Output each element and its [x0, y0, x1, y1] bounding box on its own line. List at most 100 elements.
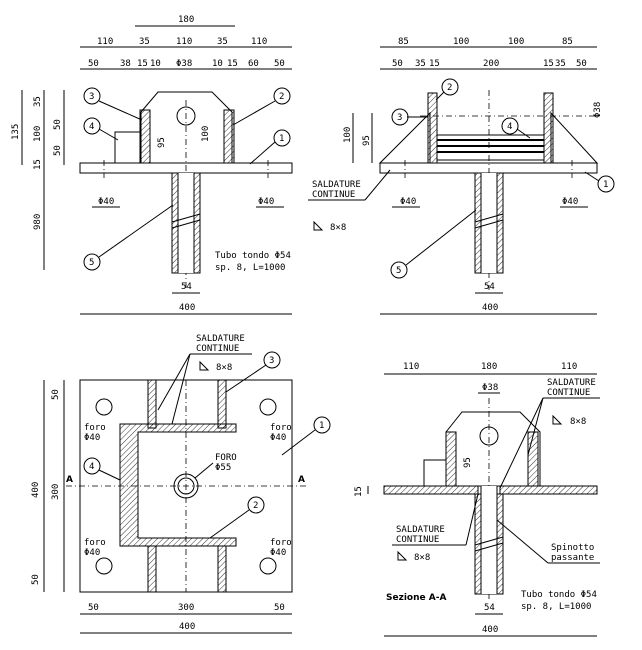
bracket-plate: [445, 411, 541, 487]
weld-symbol: [397, 550, 408, 561]
leader-line: [405, 209, 477, 266]
dim-label: Φ38: [482, 383, 498, 393]
tube-note: sp. 8, L=1000: [215, 263, 285, 273]
dim-label: 35: [217, 37, 228, 47]
side-plate: [543, 92, 554, 164]
leader-line: [98, 100, 143, 121]
side-plate: [527, 431, 539, 487]
leader-line: [98, 128, 119, 141]
dim-label: 35: [415, 59, 426, 69]
dim-label: 95: [157, 137, 167, 148]
dim-label: 110: [97, 37, 113, 47]
dim-label: 35: [139, 37, 150, 47]
side-plate: [427, 92, 438, 164]
plan-view: A A foro Φ40 foro Φ40 foro Φ40 foro Φ40 …: [31, 334, 331, 634]
weld-size: 8×8: [216, 363, 232, 373]
dim-label: 400: [179, 622, 195, 632]
callout-number: 3: [397, 113, 402, 123]
weld-label: CONTINUE: [547, 388, 590, 398]
callout-number: 5: [396, 266, 401, 276]
dim-label: 100: [453, 37, 469, 47]
leader-line: [516, 128, 531, 139]
dim-label: Φ40: [562, 197, 578, 207]
section-mark: A: [66, 475, 73, 485]
side-view: 85 100 100 85 50 35 15 200 15 35 50 100 …: [308, 37, 615, 315]
stiffener: [436, 134, 545, 161]
side-plate: [217, 379, 227, 429]
dim-label: 54: [484, 282, 495, 292]
dim-label: 38: [120, 59, 131, 69]
leader-line: [194, 462, 214, 479]
leader-line: [496, 519, 549, 564]
side-plate: [147, 379, 157, 429]
gusset: [550, 111, 599, 164]
break-mark: [474, 536, 504, 552]
hole-label: Φ40: [84, 548, 100, 558]
dim-label: Φ38: [176, 59, 192, 69]
leader-line: [364, 169, 391, 201]
dim-label: 50: [274, 59, 285, 69]
dim-label: 400: [482, 625, 498, 635]
hole-label: foro: [84, 538, 106, 548]
weld-label: CONTINUE: [312, 190, 355, 200]
leader-line: [281, 429, 316, 456]
callout-number: 5: [89, 258, 94, 268]
dim-label: Φ40: [98, 197, 114, 207]
callout-number: 3: [269, 356, 274, 366]
leader-line: [249, 141, 276, 165]
dim-label: 400: [179, 303, 195, 313]
leader-line: [171, 353, 191, 425]
dim-label: 110: [176, 37, 192, 47]
break-mark: [171, 213, 201, 229]
pin-hole: [176, 106, 196, 126]
dim-label: 85: [398, 37, 409, 47]
dim-label: 110: [561, 362, 577, 372]
callout-4: [83, 457, 101, 475]
callout-3: [83, 87, 101, 105]
dim-label: 35: [33, 96, 43, 107]
leader-line: [98, 469, 121, 481]
stiffener: [114, 131, 141, 164]
dim-label: 100: [33, 126, 43, 142]
leader-line: [435, 91, 445, 101]
channel: [423, 459, 447, 487]
tube-note: Tubo tondo Φ54: [521, 590, 597, 600]
dim-label: 15: [354, 486, 364, 497]
center-hole-inner: [177, 477, 195, 495]
weld-label: CONTINUE: [396, 535, 439, 545]
dim-label: 85: [562, 37, 573, 47]
side-plate: [223, 109, 235, 164]
weld-label: CONTINUE: [196, 344, 239, 354]
leader-line: [157, 353, 191, 411]
dim-label: 35: [555, 59, 566, 69]
dim-label: 15: [137, 59, 148, 69]
leader-line: [225, 364, 267, 393]
leader-line: [584, 171, 600, 182]
dim-label: 15: [33, 159, 43, 170]
base-plate: [379, 162, 598, 174]
dim-label: 300: [178, 603, 194, 613]
center-hole-label: FORO: [215, 453, 237, 463]
tube-note: Tubo tondo Φ54: [215, 251, 291, 261]
dim-label: 15: [543, 59, 554, 69]
dim-label: 50: [88, 603, 99, 613]
weld-label: SALDATURE: [396, 525, 445, 535]
side-plate: [445, 431, 457, 487]
callout-4: [501, 117, 519, 135]
front-view: 180 110 35 110 35 110 50 38 15 10 Φ38 10…: [11, 15, 293, 315]
callout-number: 1: [279, 134, 284, 144]
callout-1: [273, 129, 291, 147]
pin: [481, 486, 497, 594]
corner-hole: [259, 398, 277, 416]
leader-line: [98, 204, 174, 258]
weld-symbol: [313, 220, 324, 231]
leader-line: [527, 397, 544, 456]
dim-label: 180: [178, 15, 194, 25]
dim-label: 50: [53, 119, 63, 130]
dim-label: 50: [392, 59, 403, 69]
dim-label: 100: [343, 127, 353, 143]
dim-label: 980: [33, 214, 43, 230]
callout-number: 1: [319, 421, 324, 431]
dim-label: 400: [482, 303, 498, 313]
